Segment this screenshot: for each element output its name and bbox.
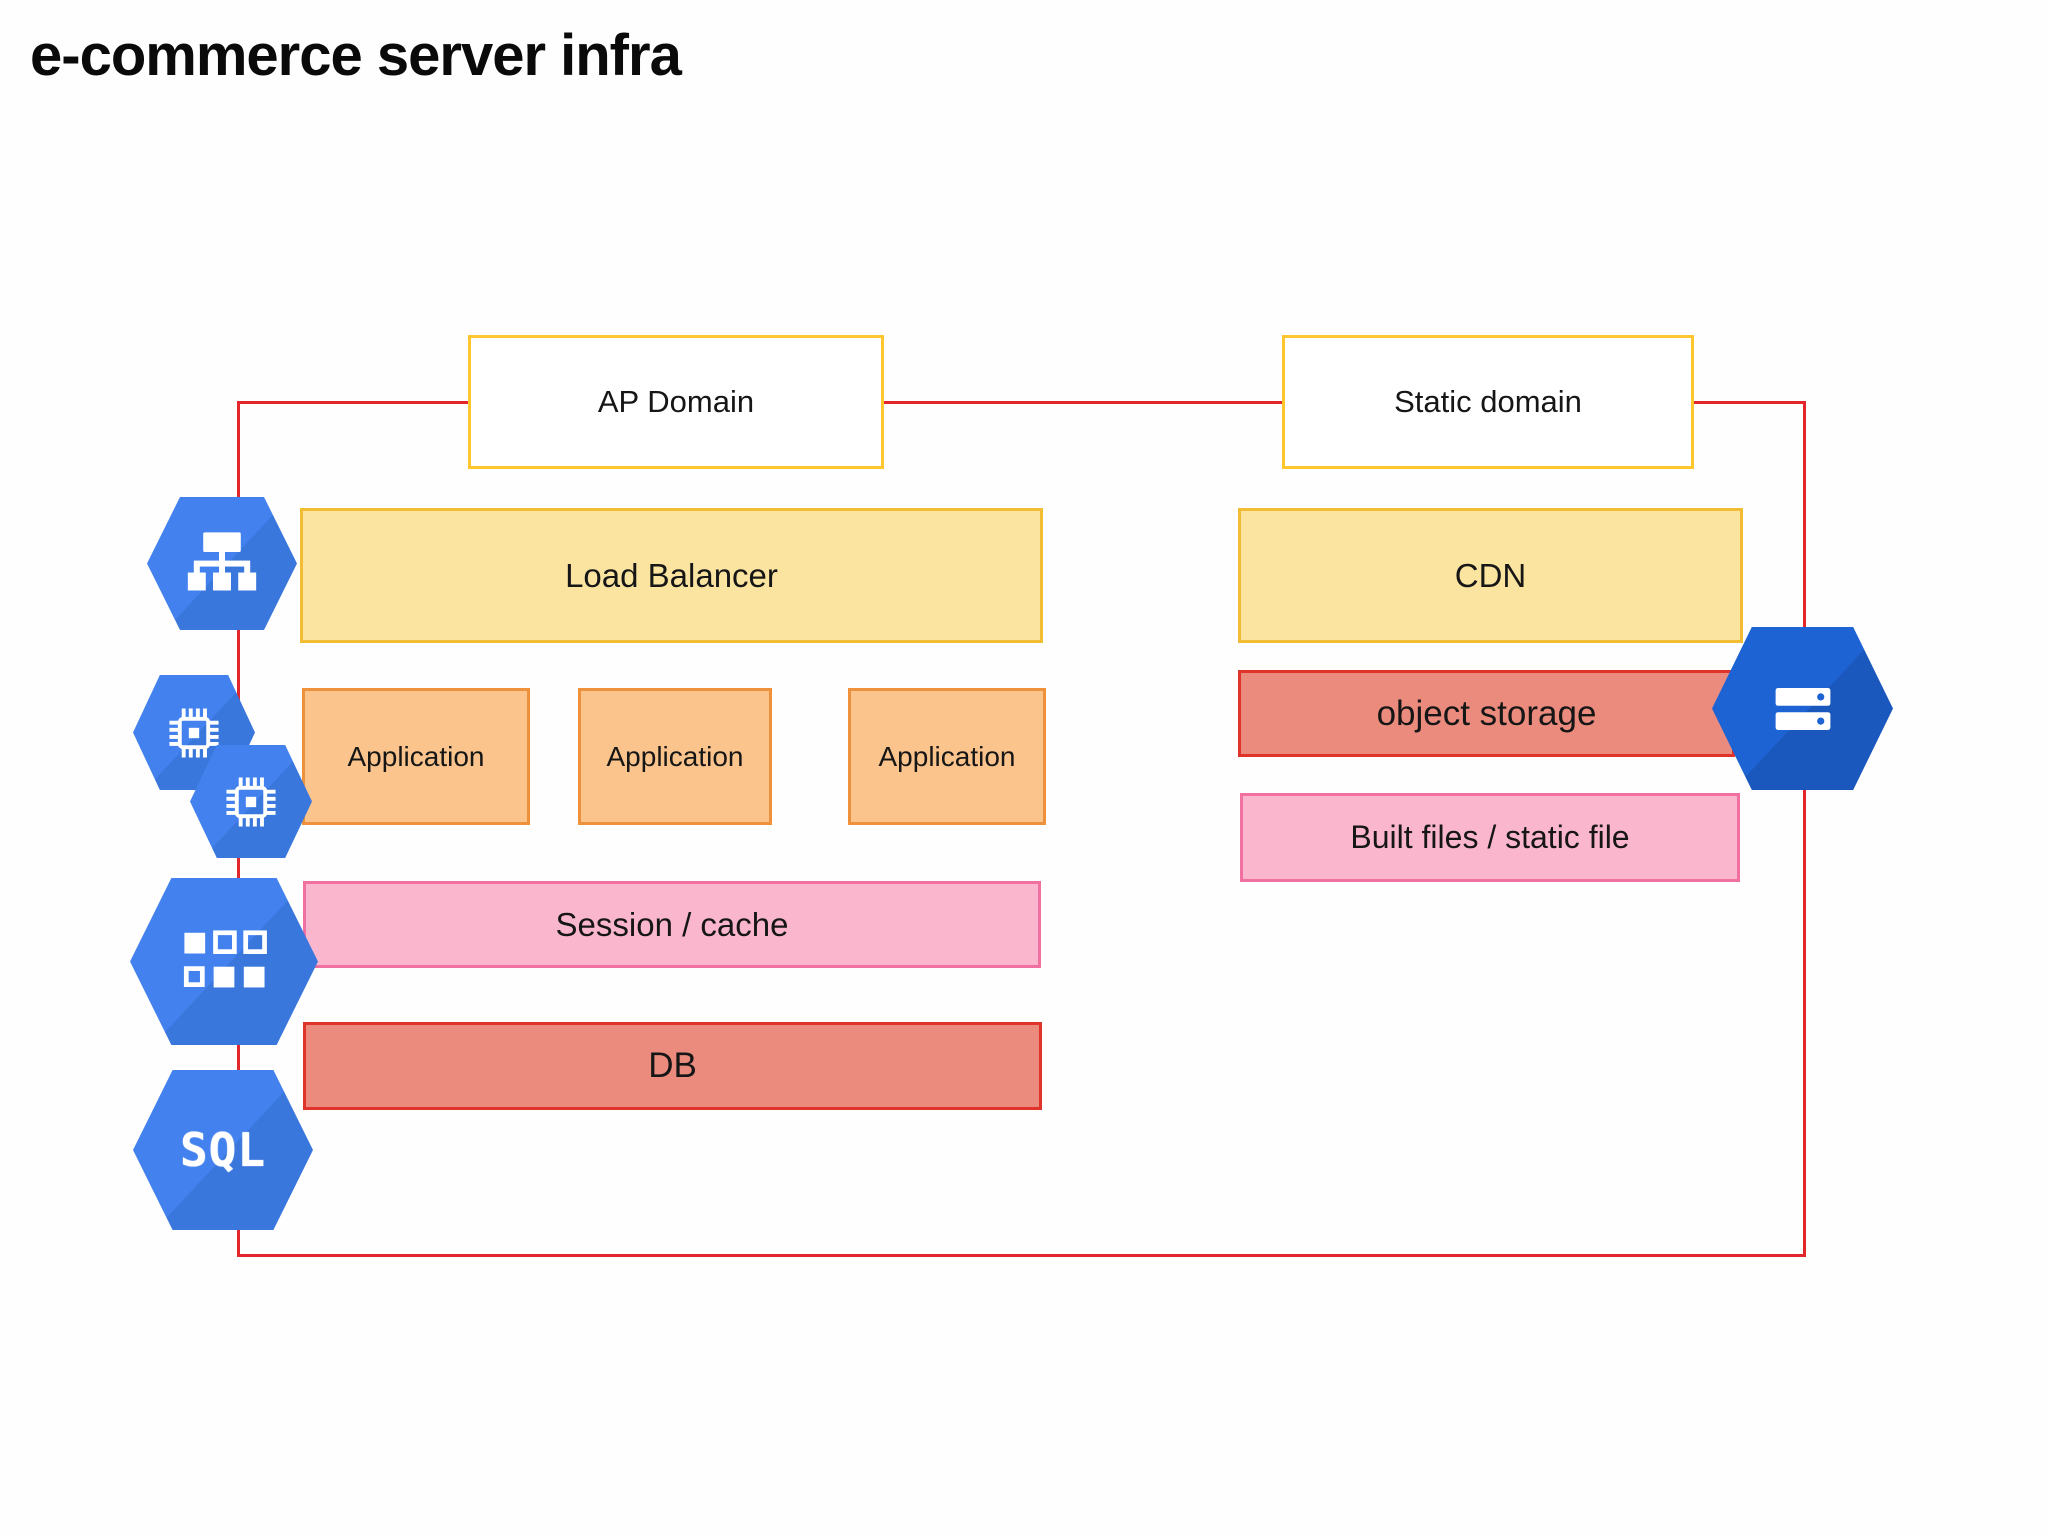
cpu-chip-icon [163,702,225,764]
app-grid-hexagon [130,878,318,1045]
object-storage-box: object storage [1238,670,1735,757]
cloud-storage-hexagon [1712,627,1893,790]
cdn-box: CDN [1238,508,1743,643]
sql-icon: SQL [179,1123,267,1177]
static-domain-box: Static domain [1282,335,1694,469]
application-box-3: Application [848,688,1046,825]
object-storage-label: object storage [1376,693,1597,733]
cpu-chip-icon [220,771,282,833]
cloud-sql-hexagon: SQL [133,1070,313,1230]
db-box: DB [303,1022,1042,1110]
built-files-box: Built files / static file [1240,793,1740,882]
compute-engine-hexagon-2 [190,745,312,858]
squares-grid-icon [178,929,270,995]
session-cache-label: Session / cache [555,905,789,943]
load-balancer-hexagon [147,497,297,630]
db-label: DB [648,1046,697,1085]
static-domain-label: Static domain [1394,384,1582,419]
load-balancer-label: Load Balancer [565,556,778,594]
application-box-2: Application [578,688,772,825]
network-tree-icon [181,528,263,600]
cdn-label: CDN [1454,556,1527,594]
ap-domain-label: AP Domain [597,384,755,419]
page-title: e-commerce server infra [30,23,682,88]
application-label: Application [347,740,485,772]
load-balancer-box: Load Balancer [300,508,1043,643]
ap-domain-box: AP Domain [468,335,884,469]
application-label: Application [878,740,1016,772]
storage-bars-icon [1764,680,1842,738]
application-label: Application [606,740,744,772]
session-cache-box: Session / cache [303,881,1041,968]
application-box-1: Application [302,688,530,825]
built-files-label: Built files / static file [1350,819,1630,855]
